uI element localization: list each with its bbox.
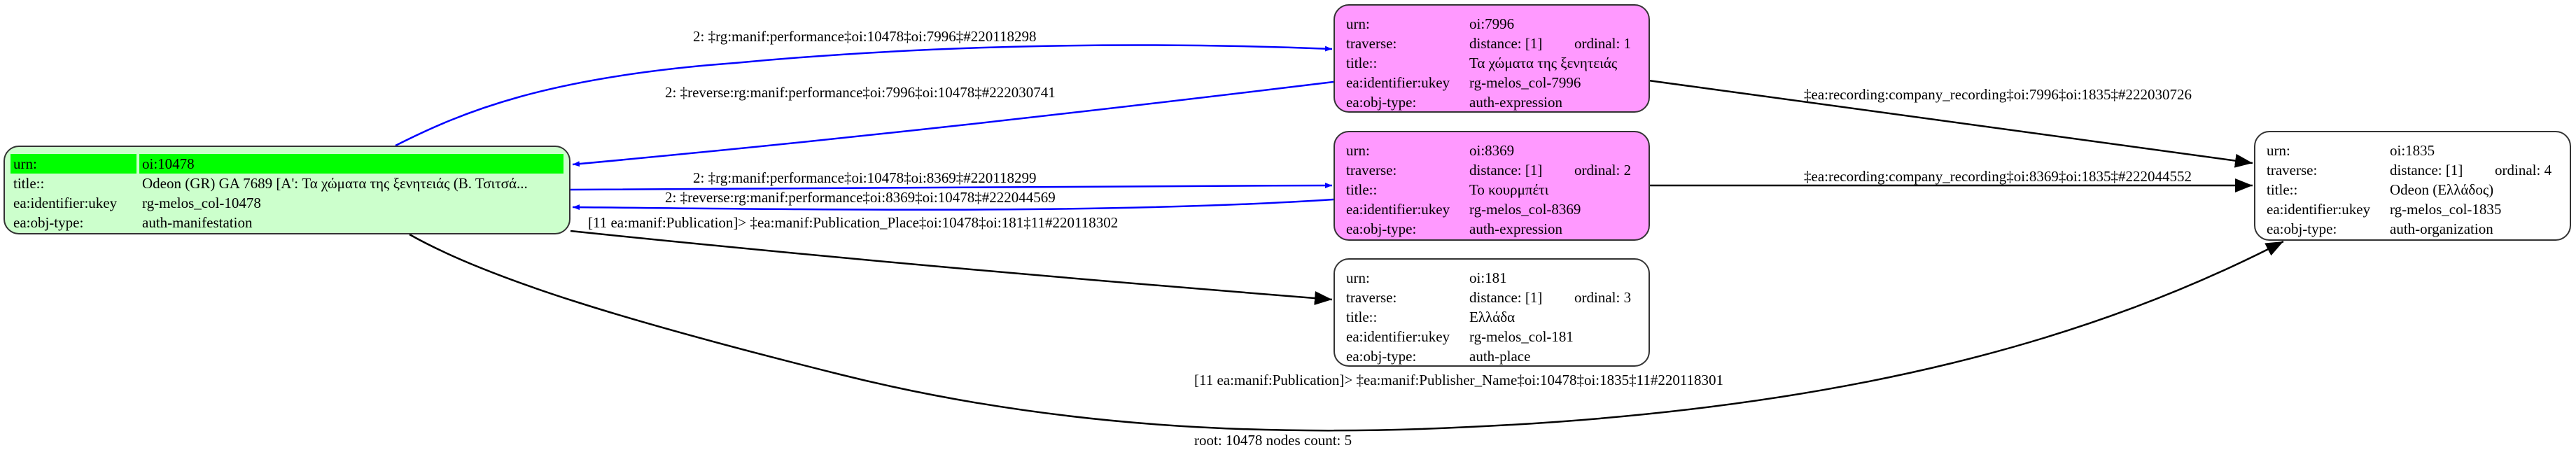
ordinal-value: ordinal: 1 [1574, 35, 1632, 52]
graph-footer: root: 10478 nodes count: 5 [1194, 432, 1352, 449]
distance-value: distance: [1] [1469, 289, 1543, 306]
node-1835[interactable]: urn: oi:1835 traverse: distance: [1] ordina… [2254, 131, 2571, 241]
type-value: auth-organization [2390, 220, 2493, 237]
urn-value: oi:7996 [1469, 15, 1515, 32]
urn-value: oi:10478 [139, 154, 564, 174]
ordinal-value: ordinal: 3 [1574, 289, 1632, 306]
node-10478[interactable]: urn:oi:10478 title::Odeon (GR) GA 7689 [… [4, 146, 570, 234]
traverse-label: traverse: [1346, 162, 1397, 178]
urn-label: urn: [1346, 15, 1370, 32]
distance-value: distance: [1] [2390, 162, 2463, 178]
title-label: title:: [1346, 55, 1378, 71]
type-label: ea:obj-type: [2267, 220, 2337, 237]
node-7996[interactable]: urn: oi:7996 traverse: distance: [1] ordina… [1334, 4, 1650, 113]
ukey-value: rg-melos_col-8369 [1469, 201, 1581, 218]
title-value: Το κουρμπέτι [1469, 181, 1549, 198]
node-181[interactable]: urn: oi:181 traverse: distance: [1] ordinal… [1334, 258, 1650, 367]
urn-value: oi:1835 [2390, 142, 2435, 159]
title-value: Ελλάδα [1469, 309, 1516, 325]
edge-7996-1835 [1648, 79, 2253, 168]
node-8369[interactable]: urn: oi:8369 traverse: distance: [1] ordina… [1334, 131, 1650, 241]
traverse-label: traverse: [1346, 35, 1397, 52]
urn-value: oi:181 [1469, 269, 1507, 286]
ukey-value: rg-melos_col-10478 [142, 195, 261, 211]
type-value: auth-manifestation [142, 214, 253, 231]
ukey-label: ea:identifier:ukey [1346, 328, 1450, 345]
ukey-label: ea:identifier:ukey [13, 195, 118, 211]
edge-label-e1: 2: ‡rg:manif:performance‡oi:10478‡oi:799… [693, 28, 1037, 45]
title-label: title:: [1346, 309, 1378, 325]
ukey-value: rg-melos_col-7996 [1469, 74, 1581, 91]
edge-label-e3: 2: ‡rg:manif:performance‡oi:10478‡oi:836… [693, 169, 1037, 186]
ukey-label: ea:identifier:ukey [1346, 201, 1450, 218]
urn-label: urn: [10, 154, 136, 174]
title-value: Odeon (Ελλάδος) [2390, 181, 2494, 198]
urn-label: urn: [1346, 269, 1370, 286]
urn-value: oi:8369 [1469, 142, 1515, 159]
edge-10478-1835 [409, 233, 2284, 432]
ukey-label: ea:identifier:ukey [2267, 201, 2371, 218]
edge-10478-8369 [570, 183, 1333, 191]
title-label: title:: [1346, 181, 1378, 198]
type-label: ea:obj-type: [1346, 220, 1417, 237]
title-label: title:: [2267, 181, 2298, 198]
title-label: title:: [13, 175, 45, 192]
edge-label-e8: [11 ea:manif:Publication]> ‡ea:manif:Pub… [1194, 372, 1724, 388]
edge-label-e5: [11 ea:manif:Publication]> ‡ea:manif:Pub… [588, 214, 1119, 231]
edge-7996-10478 [572, 80, 1334, 167]
type-label: ea:obj-type: [1346, 348, 1417, 365]
urn-label: urn: [1346, 142, 1370, 159]
urn-label: urn: [2267, 142, 2290, 159]
ukey-value: rg-melos_col-1835 [2390, 201, 2502, 218]
ukey-label: ea:identifier:ukey [1346, 74, 1450, 91]
edge-label-e2: 2: ‡reverse:rg:manif:performance‡oi:7996… [665, 84, 1056, 101]
edge-10478-7996 [395, 44, 1333, 147]
edge-label-e6: ‡ea:recording:company_recording‡oi:7996‡… [1804, 86, 2192, 103]
type-value: auth-place [1469, 348, 1531, 365]
type-label: ea:obj-type: [1346, 94, 1417, 111]
title-value: Odeon (GR) GA 7689 [A': Τα χώματα της ξε… [142, 175, 528, 192]
type-value: auth-expression [1469, 220, 1562, 237]
ordinal-value: ordinal: 2 [1574, 162, 1632, 178]
edge-10478-181 [570, 230, 1333, 305]
traverse-label: traverse: [1346, 289, 1397, 306]
edge-8369-10478 [572, 198, 1334, 211]
ordinal-value: ordinal: 4 [2495, 162, 2552, 178]
distance-value: distance: [1] [1469, 35, 1543, 52]
edge-label-e7: ‡ea:recording:company_recording‡oi:8369‡… [1804, 168, 2192, 185]
title-value: Τα χώματα της ξενητειάς [1469, 55, 1618, 71]
type-label: ea:obj-type: [13, 214, 84, 231]
edge-label-e4: 2: ‡reverse:rg:manif:performance‡oi:8369… [665, 189, 1056, 206]
ukey-value: rg-melos_col-181 [1469, 328, 1574, 345]
traverse-label: traverse: [2267, 162, 2318, 178]
distance-value: distance: [1] [1469, 162, 1543, 178]
type-value: auth-expression [1469, 94, 1562, 111]
